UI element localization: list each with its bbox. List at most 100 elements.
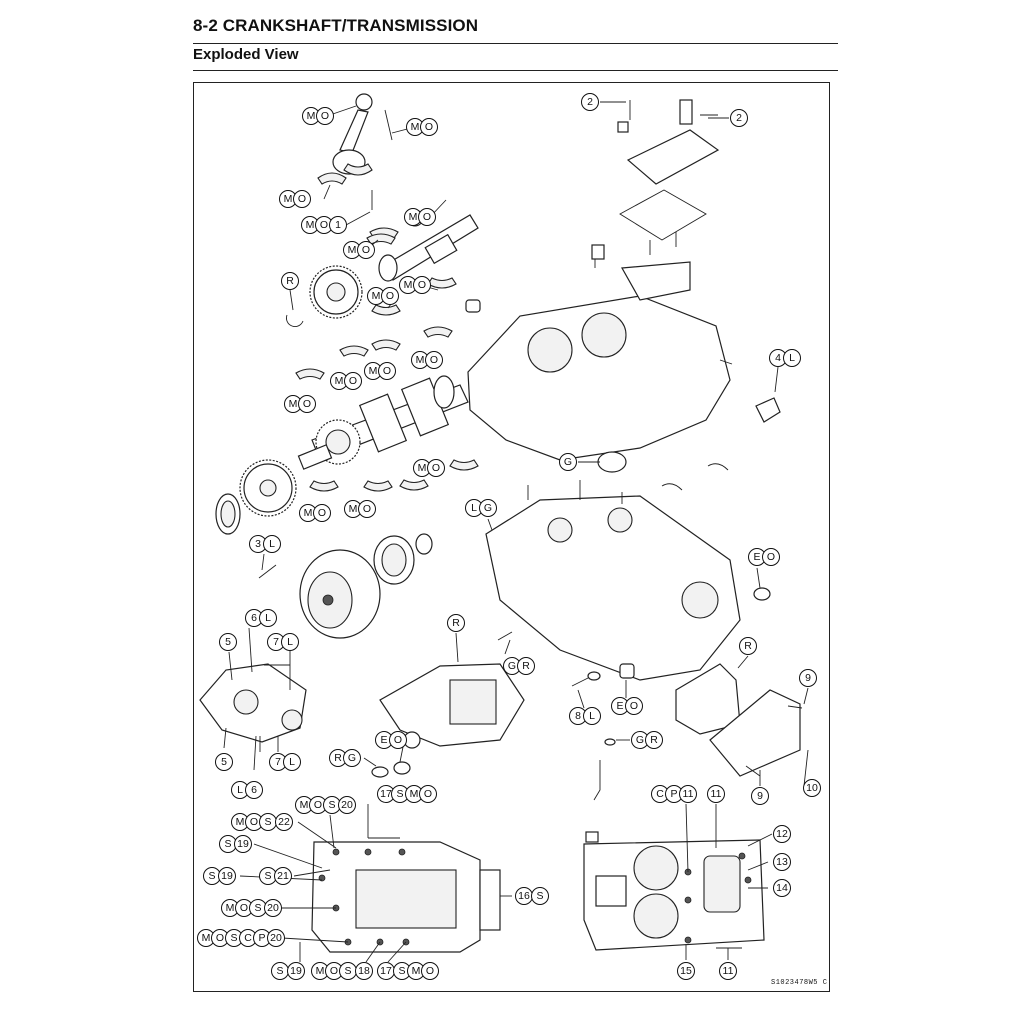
svg-text:10: 10 — [806, 782, 818, 794]
svg-text:3: 3 — [255, 538, 261, 550]
callout-c20: G — [559, 453, 577, 471]
svg-text:6: 6 — [251, 784, 257, 796]
callout-c56: 14 — [773, 879, 791, 897]
crankshaft — [297, 375, 469, 470]
svg-text:M: M — [335, 375, 344, 387]
svg-text:S: S — [344, 965, 351, 977]
svg-text:L: L — [589, 710, 595, 722]
oil-pipe-cover — [617, 99, 720, 255]
svg-text:L: L — [289, 756, 295, 768]
svg-text:R: R — [744, 640, 752, 652]
callout-c57: 15 — [677, 962, 695, 980]
svg-text:P: P — [258, 932, 265, 944]
svg-text:M: M — [349, 503, 358, 515]
svg-text:14: 14 — [776, 882, 788, 894]
svg-text:C: C — [656, 788, 664, 800]
svg-text:9: 9 — [805, 672, 811, 684]
svg-text:E: E — [380, 734, 387, 746]
svg-text:C: C — [244, 932, 252, 944]
svg-text:S: S — [396, 788, 403, 800]
section-title: Exploded View — [193, 46, 299, 63]
leader-lines — [223, 101, 809, 963]
svg-text:9: 9 — [757, 790, 763, 802]
svg-text:19: 19 — [290, 965, 302, 977]
svg-text:O: O — [349, 375, 357, 387]
svg-text:19: 19 — [237, 838, 249, 850]
lower-crankcase — [485, 480, 771, 681]
svg-text:L: L — [789, 352, 795, 364]
callout-c54: 12 — [773, 825, 791, 843]
svg-text:O: O — [418, 279, 426, 291]
svg-text:M: M — [416, 354, 425, 366]
svg-text:S: S — [254, 902, 261, 914]
svg-text:M: M — [404, 279, 413, 291]
svg-text:7: 7 — [273, 636, 279, 648]
svg-text:G: G — [484, 502, 492, 514]
svg-text:S: S — [328, 799, 335, 811]
svg-text:M: M — [306, 219, 315, 231]
svg-text:R: R — [452, 617, 460, 629]
svg-text:G: G — [636, 734, 644, 746]
svg-text:O: O — [314, 799, 322, 811]
svg-text:M: M — [284, 193, 293, 205]
svg-text:M: M — [410, 788, 419, 800]
title-rule — [193, 43, 838, 44]
svg-text:M: M — [412, 965, 421, 977]
svg-text:O: O — [250, 816, 258, 828]
svg-text:O: O — [320, 219, 328, 231]
svg-text:22: 22 — [278, 816, 290, 828]
svg-text:12: 12 — [776, 828, 788, 840]
svg-text:L: L — [269, 538, 275, 550]
svg-text:17: 17 — [380, 965, 392, 977]
svg-text:20: 20 — [270, 932, 282, 944]
svg-text:M: M — [300, 799, 309, 811]
svg-text:M: M — [348, 244, 357, 256]
svg-text:L: L — [237, 784, 243, 796]
figure-code: S1023478W5 C — [771, 979, 828, 987]
svg-text:2: 2 — [587, 96, 593, 108]
svg-text:G: G — [508, 660, 516, 672]
svg-text:M: M — [369, 365, 378, 377]
svg-text:R: R — [286, 275, 294, 287]
section-rule — [193, 70, 838, 71]
svg-text:S: S — [264, 870, 271, 882]
svg-text:M: M — [236, 816, 245, 828]
callout-c39: 9 — [751, 787, 769, 805]
svg-text:M: M — [202, 932, 211, 944]
svg-text:E: E — [753, 551, 760, 563]
svg-text:M: M — [372, 290, 381, 302]
svg-text:P: P — [670, 788, 677, 800]
callout-c55: 13 — [773, 853, 791, 871]
page-title: 8-2 CRANKSHAFT/TRANSMISSION — [193, 16, 479, 35]
svg-text:L: L — [287, 636, 293, 648]
svg-text:O: O — [767, 551, 775, 563]
seal-pieces — [661, 397, 781, 491]
svg-text:O: O — [394, 734, 402, 746]
callout-c7: R — [281, 272, 299, 290]
svg-text:S: S — [398, 965, 405, 977]
